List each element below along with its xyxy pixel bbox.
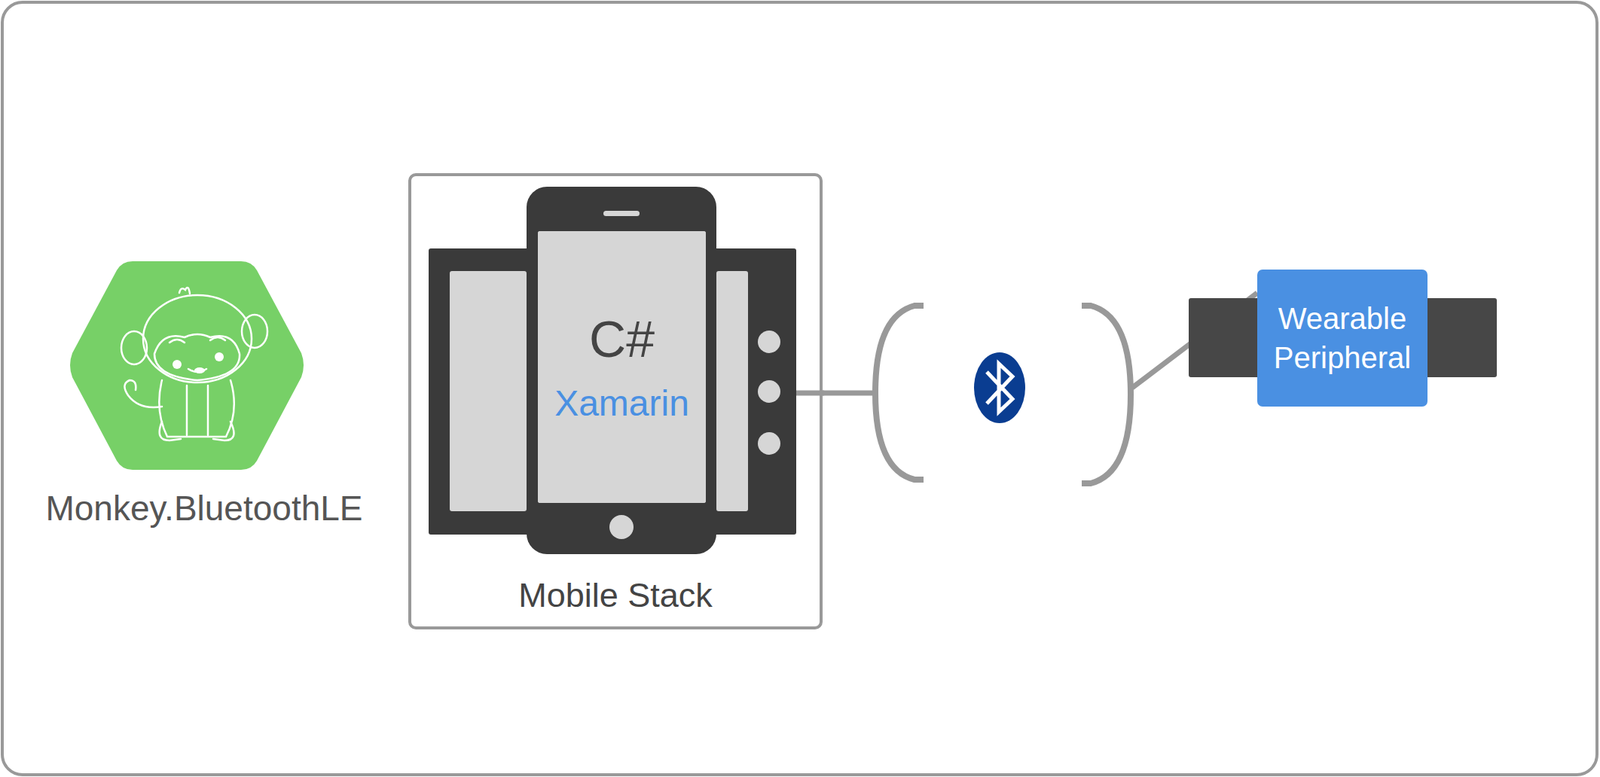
node-text: Xamarin — [554, 384, 690, 425]
monkey-logo — [70, 261, 304, 471]
bluetooth-link — [875, 305, 1131, 484]
bluetooth-symbol — [974, 352, 1026, 424]
wearable-box: Wearable Peripheral — [1257, 269, 1428, 407]
group-box: Mobile Stack C# Xamarin — [408, 173, 823, 630]
node-text: Mobile Stack — [411, 575, 820, 617]
phone-screen: C# Xamarin — [537, 231, 706, 504]
mobile-devices — [428, 186, 797, 555]
node-text: Wearable Peripheral — [1266, 299, 1419, 378]
node-text: C# — [589, 311, 655, 368]
logo-label: Monkey.BluetoothLE — [8, 488, 400, 530]
